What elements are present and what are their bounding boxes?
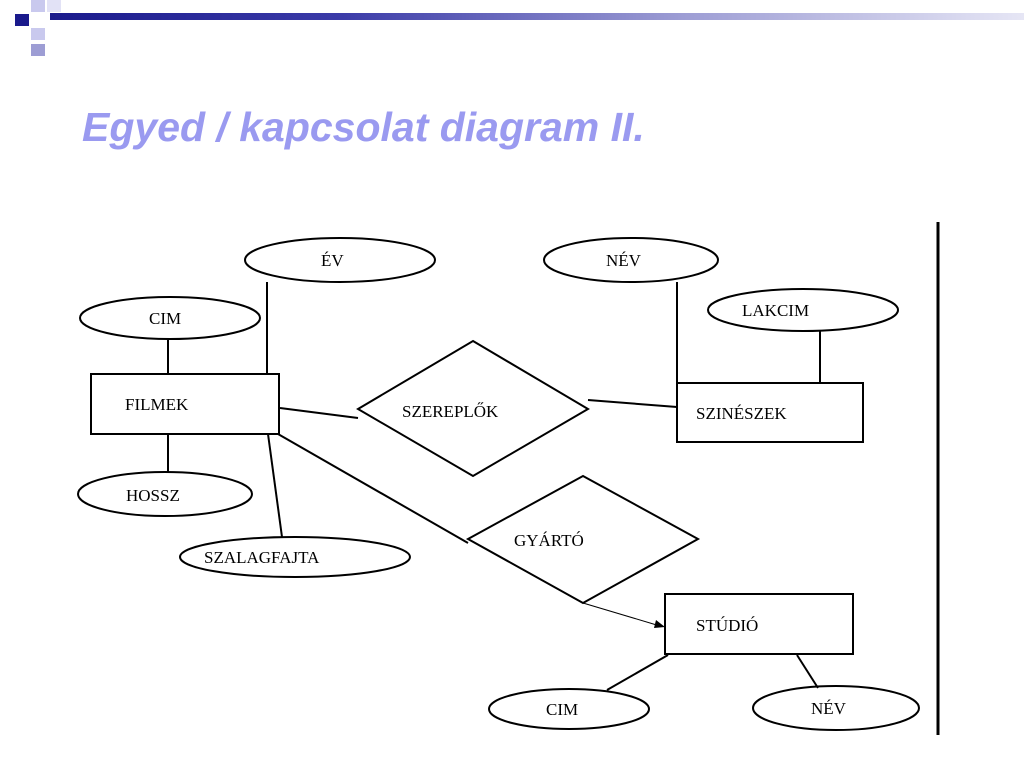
attribute-ellipse-studio-nev	[752, 685, 920, 731]
entity-box-filmek	[90, 373, 280, 435]
connector-szereplok-szineszek	[587, 399, 678, 408]
entity-label-filmek: FILMEK	[125, 395, 189, 414]
corner-square-light	[31, 28, 45, 40]
attribute-label-ev: ÉV	[321, 251, 344, 270]
relationship-label-szereplok: SZEREPLŐK	[402, 402, 499, 421]
entity-label-szineszek: SZINÉSZEK	[696, 404, 787, 423]
relationship-diamond-szereplok	[356, 339, 590, 478]
connector-gyarto-studio	[582, 602, 665, 628]
attribute-label-szalagfajta: SZALAGFAJTA	[204, 548, 320, 567]
attribute-ellipse-ev	[244, 237, 436, 283]
entity-box-szineszek	[676, 382, 864, 443]
attribute-label-nev: NÉV	[606, 251, 642, 270]
attribute-ellipse-lakcim	[707, 288, 899, 332]
connector-filmek-gyarto	[277, 433, 469, 544]
header-gradient-bar	[50, 13, 1024, 20]
attribute-label-studio-nev: NÉV	[811, 699, 847, 718]
attribute-ellipse-szalagfajta	[179, 536, 411, 578]
attribute-ellipse-nev	[543, 237, 719, 283]
arrowhead-icon	[654, 620, 665, 628]
attribute-ellipse-hossz	[77, 471, 253, 517]
entity-label-studio: STÚDIÓ	[696, 616, 758, 635]
connector-filmek-szalagfajta	[267, 433, 283, 538]
connector-studio-nev	[796, 654, 819, 689]
attribute-label-lakcim: LAKCIM	[742, 301, 809, 320]
entity-box-studio	[664, 593, 854, 655]
attribute-ellipse-cim	[79, 296, 261, 340]
slide-title: Egyed / kapcsolat diagram II.	[82, 104, 645, 150]
attribute-label-cim: CIM	[149, 309, 181, 328]
connector-studio-cim	[606, 654, 669, 691]
connector-filmek-szereplok	[279, 407, 359, 419]
corner-square-mid	[31, 44, 45, 56]
relationship-label-gyarto: GYÁRTÓ	[514, 531, 584, 550]
corner-square-light	[47, 0, 61, 12]
corner-square-dark	[15, 14, 29, 26]
attribute-ellipse-studio-cim	[488, 688, 650, 730]
attribute-label-hossz: HOSSZ	[126, 486, 180, 505]
attribute-label-studio-cim: CIM	[546, 700, 578, 719]
corner-square-light	[31, 0, 45, 12]
